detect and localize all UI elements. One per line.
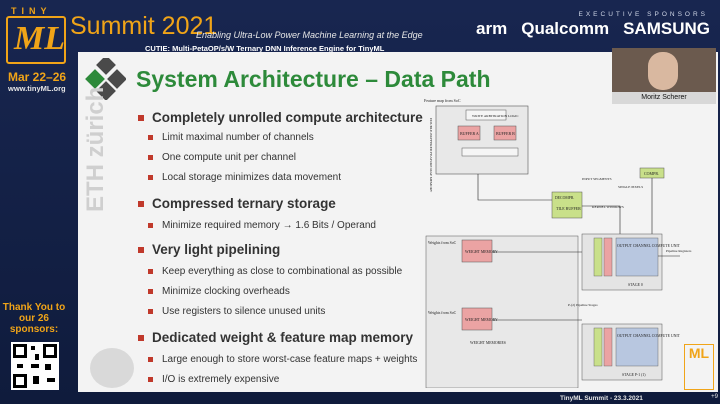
- decompr-label: DECOMPR.: [555, 196, 574, 200]
- weight-memories-label: WEIGHT MEMORIES: [470, 341, 506, 345]
- architecture-diagram: Feature map from SoC DOUBLE-BUFFERED FEA…: [424, 98, 692, 388]
- exec-sponsors-header: EXECUTIVE SPONSORS: [578, 11, 708, 18]
- eth-watermark: ETH zürich: [82, 86, 109, 212]
- sub-bullet: Minimize required memory → 1.6 Bits / Op…: [138, 220, 376, 231]
- pulp-logo: [84, 55, 127, 101]
- kernel-windows-label: KERNEL WINDOWS: [592, 205, 624, 209]
- event-tagline: Enabling Ultra-Low Power Machine Learnin…: [196, 30, 423, 40]
- svg-text:BUFFER A: BUFFER A: [460, 131, 479, 136]
- svg-text:COMPR.: COMPR.: [644, 171, 659, 176]
- input-segments-label: INPUT SEGMENTS: [582, 177, 612, 181]
- svg-text:BUFFER B: BUFFER B: [496, 131, 515, 136]
- bullet-3: Very light pipelining: [138, 242, 280, 257]
- bullet-2: Compressed ternary storage: [138, 196, 336, 211]
- weights-soc-label-2: Weights from SoC: [428, 311, 457, 315]
- sub-bullet: Local storage minimizes data movement: [138, 172, 341, 183]
- footer-text: TinyML Summit - 23.3.2021: [560, 395, 643, 402]
- sub-bullet: One compute unit per channel: [138, 152, 296, 163]
- buffer-b-box: [493, 125, 517, 141]
- tinyml-logo: [6, 16, 66, 64]
- write-arb-label: WRITE ARBITRATION LOGIC: [472, 114, 519, 118]
- bullet-1: Completely unrolled compute architecture: [138, 110, 423, 125]
- buffer-a-box: [457, 125, 481, 141]
- participants-badge: +9: [711, 394, 718, 400]
- qr-code: [11, 342, 59, 390]
- tiny-label: TINY: [11, 6, 52, 16]
- samsung-logo: SAMSUNG: [623, 19, 710, 38]
- ml-logo-text: ML: [14, 20, 65, 57]
- tinyml-small-logo: ML: [684, 344, 714, 390]
- arm-logo: arm: [476, 19, 508, 38]
- event-url: www.tinyML.org: [8, 84, 66, 93]
- talk-title: CUTIE: Multi-PetaOP/s/W Ternary DNN Infe…: [145, 44, 385, 53]
- bullet-4: Dedicated weight & feature map memory: [138, 330, 413, 345]
- weight-memory-box-2: [461, 307, 493, 331]
- sponsor-logos: arm Qualcomm SAMSUNG: [476, 19, 710, 39]
- qualcomm-logo: Qualcomm: [521, 19, 610, 38]
- stage-0-label: STAGE 0: [628, 283, 643, 287]
- double-buffered-label: DOUBLE-BUFFERED FEATURE MAP MEMORY: [429, 118, 433, 193]
- output-unit-label-2: OUTPUT CHANNEL COMPUTE UNIT: [617, 334, 681, 338]
- sub-bullet: Minimize clocking overheads: [138, 286, 290, 297]
- event-dates: Mar 22–26: [8, 70, 67, 84]
- event-banner: TINY ML Summit 2021 Enabling Ultra-Low P…: [0, 0, 720, 64]
- slide-title: System Architecture – Data Path: [136, 66, 491, 92]
- stage-p-label: STAGE P-1 (1): [622, 373, 646, 377]
- output-unit-label-1: OUTPUT CHANNEL COMPUTE UNIT: [617, 244, 681, 248]
- weight-memories-box: [425, 235, 579, 388]
- summit-title: Summit 2021: [70, 12, 218, 40]
- sub-bullet: Limit maximal number of channels: [138, 132, 314, 143]
- sub-bullet: Use registers to silence unused units: [138, 306, 325, 317]
- tile-buffer-label: TILE BUFFER: [556, 206, 581, 211]
- pipeline-regs-label: Pipeline Registers: [666, 249, 692, 253]
- thank-you-text: Thank You to our 26 sponsors:: [2, 302, 66, 335]
- sub-bullet: Large enough to store worst-case feature…: [138, 354, 417, 365]
- sub-bullet: I/O is extremely expensive: [138, 374, 279, 385]
- speaker-name: Moritz Scherer: [612, 92, 716, 104]
- tile-buffer-box: [551, 191, 583, 219]
- eth-seal: [90, 348, 134, 388]
- sub-bullet: Keep everything as close to combinationa…: [138, 266, 402, 277]
- pipeline-stages-label: P-(2) Pipeline Stages: [568, 303, 598, 307]
- speaker-video: Moritz Scherer: [612, 48, 716, 104]
- svg-text:WEIGHT MEMORY: WEIGHT MEMORY: [465, 250, 498, 254]
- single-pixels-label: SINGLE PIXELS: [618, 185, 643, 189]
- svg-text:WEIGHT MEMORY: WEIGHT MEMORY: [465, 318, 498, 322]
- weights-soc-label-1: Weights from SoC: [428, 241, 457, 245]
- presentation-slide: ETH zürich System Architecture – Data Pa…: [78, 52, 718, 392]
- fm-from-soc-label: Feature map from SoC: [424, 98, 461, 103]
- weight-memory-box-1: [461, 239, 493, 263]
